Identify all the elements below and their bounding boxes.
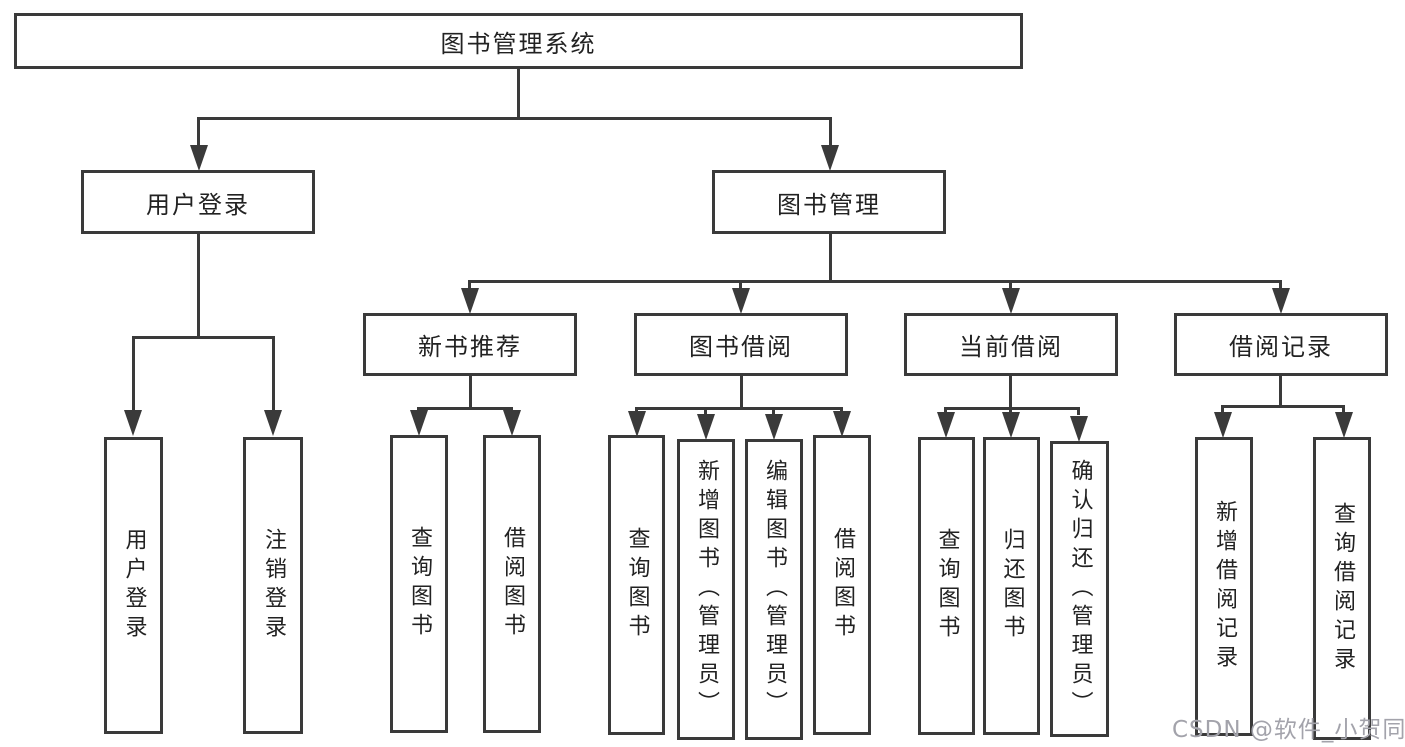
arrowhead-query-book-1 — [410, 410, 428, 436]
arrowhead-new-book — [461, 288, 479, 314]
connector-add-record-drop — [1221, 405, 1224, 415]
connector-book-management-trunk — [829, 234, 832, 283]
arrowhead-user-login — [190, 145, 208, 171]
connector-book-borrowing-trunk — [740, 376, 743, 409]
arrowhead-leaf-logout — [264, 410, 282, 436]
connector-query-book-3-drop — [944, 407, 947, 415]
connector-leaf-logout-drop — [272, 336, 275, 412]
arrowhead-current-borrowing — [1002, 288, 1020, 314]
leaf-return-book: 归还图书 — [983, 437, 1040, 735]
leaf-query-book-newrec: 查询图书 — [390, 435, 448, 733]
leaf-logout: 注销登录 — [243, 437, 303, 734]
connector-user-login-trunk — [197, 234, 200, 339]
node-root: 图书管理系统 — [14, 13, 1023, 69]
leaf-query-borrow-record: 查询借阅记录 — [1313, 437, 1371, 740]
leaf-borrow-book-borrow: 借阅图书 — [813, 435, 871, 735]
arrowhead-confirm-return — [1070, 416, 1088, 442]
connector-borrow-records-splitter — [1221, 405, 1345, 408]
arrowhead-edit-book — [765, 414, 783, 440]
connector-user-login-splitter — [132, 336, 275, 339]
arrowhead-add-record — [1214, 412, 1232, 438]
leaf-add-borrow-record: 新增借阅记录 — [1195, 437, 1253, 736]
arrowhead-leaf-user-login — [124, 410, 142, 436]
arrowhead-book-borrowing — [732, 288, 750, 314]
arrowhead-borrow-book-1 — [503, 410, 521, 436]
connector-borrow-records-trunk — [1279, 376, 1282, 407]
connector-current-borrowing-splitter — [944, 407, 1080, 410]
node-user-login: 用户登录 — [81, 170, 315, 234]
connector-query-record-drop — [1342, 405, 1345, 415]
arrowhead-query-record — [1335, 412, 1353, 438]
leaf-confirm-return-admin: 确认归还（管理员） — [1050, 441, 1109, 737]
leaf-user-login: 用户登录 — [104, 437, 163, 734]
node-new-book-recommend: 新书推荐 — [363, 313, 577, 376]
connector-level3-splitter — [468, 280, 1282, 283]
connector-leaf-user-login-drop — [132, 336, 135, 412]
leaf-add-book-admin: 新增图书（管理员） — [677, 439, 735, 740]
node-borrow-records: 借阅记录 — [1174, 313, 1388, 376]
connector-level2-splitter — [197, 117, 832, 120]
arrowhead-add-book — [697, 414, 715, 440]
connector-user-login-drop — [197, 117, 200, 149]
connector-new-book-trunk — [469, 376, 472, 409]
arrowhead-borrow-records — [1272, 288, 1290, 314]
arrowhead-return-book — [1002, 412, 1020, 438]
arrowhead-query-book-3 — [937, 412, 955, 438]
arrowhead-book-management — [821, 145, 839, 171]
connector-book-borrowing-splitter — [635, 407, 843, 410]
connector-book-borrowing-drop — [739, 280, 742, 294]
connector-book-management-drop — [829, 117, 832, 149]
connector-new-book-drop — [468, 280, 471, 294]
connector-current-borrowing-drop — [1009, 280, 1012, 294]
connector-current-borrowing-trunk — [1009, 376, 1012, 409]
node-book-borrowing: 图书借阅 — [634, 313, 848, 376]
connector-edit-book-drop — [772, 407, 775, 415]
connector-borrow-records-drop — [1279, 280, 1282, 294]
arrowhead-query-book-2 — [628, 411, 646, 437]
connector-root-trunk — [517, 69, 520, 119]
connector-new-book-splitter — [417, 407, 513, 410]
arrowhead-borrow-book-2 — [833, 411, 851, 437]
csdn-watermark: CSDN @软件_小贺同学 — [1172, 717, 1405, 743]
connector-confirm-return-drop — [1077, 407, 1080, 415]
connector-return-book-drop — [1009, 407, 1012, 415]
leaf-query-book-current: 查询图书 — [918, 437, 975, 735]
leaf-borrow-book-newrec: 借阅图书 — [483, 435, 541, 733]
connector-add-book-drop — [704, 407, 707, 415]
node-current-borrowing: 当前借阅 — [904, 313, 1118, 376]
node-book-management: 图书管理 — [712, 170, 946, 234]
leaf-query-book-borrow: 查询图书 — [608, 435, 665, 735]
leaf-edit-book-admin: 编辑图书（管理员） — [745, 439, 803, 740]
